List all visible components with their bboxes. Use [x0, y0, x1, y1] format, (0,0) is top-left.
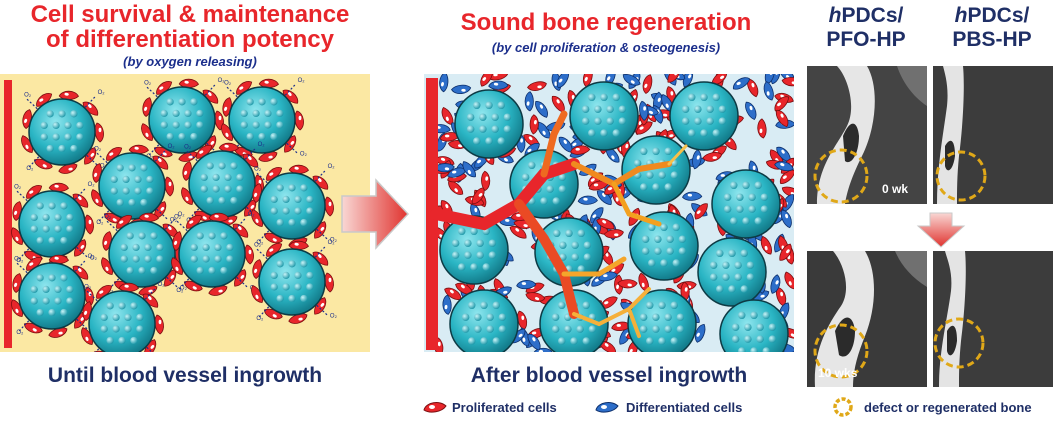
svg-text:O₂: O₂	[168, 144, 176, 150]
svg-text:O₂: O₂	[146, 154, 154, 160]
middle-caption: After blood vessel ingrowth	[470, 364, 748, 387]
ct-image-pfo-10wks	[807, 251, 927, 387]
middle-regeneration-diagram	[424, 74, 794, 352]
differentiated-cell-icon	[595, 402, 619, 413]
svg-text:O₂: O₂	[328, 240, 336, 246]
legend-defect-label: defect or regenerated bone	[864, 400, 1032, 415]
scaffold-sphere	[228, 86, 296, 154]
regenerated-ring	[933, 317, 985, 369]
svg-text:O₂: O₂	[184, 144, 192, 150]
regenerated-ring	[813, 323, 869, 379]
scaffold-sphere	[178, 220, 246, 288]
svg-text:O₂: O₂	[254, 242, 262, 248]
middle-title: Sound bone regeneration	[460, 9, 752, 36]
week10-label: 10 wks	[818, 366, 858, 380]
scaffold-sphere	[697, 237, 767, 307]
defect-ring-icon	[833, 397, 853, 417]
scaffold-sphere	[18, 262, 86, 330]
svg-text:O₂: O₂	[176, 288, 184, 294]
scaffold-sphere	[188, 150, 256, 218]
scaffold-sphere	[454, 89, 524, 159]
week0-label: 0 wk	[882, 182, 909, 196]
defect-ring	[935, 150, 987, 202]
column1-line2: PFO-HP	[826, 28, 906, 51]
svg-text:O₂: O₂	[224, 80, 232, 86]
svg-text:O₂: O₂	[218, 78, 226, 84]
svg-text:O₂: O₂	[330, 238, 338, 244]
svg-text:O₂: O₂	[298, 78, 306, 84]
scaffold-sphere	[669, 81, 739, 151]
column1-label: hPDCs/ PFO-HP	[806, 4, 926, 52]
column1-line1: PDCs/	[841, 4, 904, 27]
blood-vessel-branches	[430, 110, 688, 338]
svg-text:O₂: O₂	[90, 256, 98, 262]
svg-text:O₂: O₂	[98, 90, 106, 96]
legend-differentiated-label: Differentiated cells	[626, 400, 743, 415]
left-caption: Until blood vessel ingrowth	[47, 364, 323, 387]
svg-text:O₂: O₂	[180, 286, 188, 292]
svg-text:O₂: O₂	[24, 92, 32, 98]
column2-line1: PDCs/	[967, 4, 1030, 27]
left-title-line1: Cell survival & maintenance	[30, 1, 350, 28]
svg-text:O₂: O₂	[174, 214, 182, 220]
scaffold-sphere	[621, 135, 691, 205]
svg-text:O₂: O₂	[16, 258, 24, 264]
svg-text:O₂: O₂	[26, 166, 34, 172]
scaffold-sphere	[88, 290, 156, 352]
svg-text:O₂: O₂	[256, 316, 264, 322]
svg-text:O₂: O₂	[300, 152, 308, 158]
svg-text:O₂: O₂	[84, 284, 92, 290]
svg-text:O₂: O₂	[14, 256, 22, 262]
svg-text:O₂: O₂	[248, 212, 256, 218]
scaffold-sphere	[629, 211, 699, 281]
legend-proliferated-label: Proliferated cells	[452, 400, 557, 415]
blood-vessel-bar	[4, 80, 12, 348]
scaffold-sphere	[98, 152, 166, 220]
ct-image-pfo-0wk	[807, 66, 927, 204]
svg-text:O₂: O₂	[104, 214, 112, 220]
svg-text:O₂: O₂	[330, 314, 338, 320]
column1-h: h	[828, 4, 842, 27]
svg-text:O₂: O₂	[256, 240, 264, 246]
scaffold-sphere	[719, 299, 789, 352]
scaffold-sphere	[449, 289, 519, 352]
ct-image-pbs-0wk	[933, 66, 1053, 204]
scaffold-sphere	[258, 248, 326, 316]
scaffold-sphere	[439, 215, 509, 285]
svg-text:O₂: O₂	[258, 142, 266, 148]
svg-text:O₂: O₂	[254, 166, 262, 172]
scaffold-sphere	[627, 289, 697, 352]
column2-line2: PBS-HP	[952, 28, 1032, 51]
middle-subtitle: (by cell proliferation & osteogenesis)	[491, 40, 721, 55]
scaffold-sphere	[108, 220, 176, 288]
scaffold-sphere	[28, 98, 96, 166]
svg-text:O₂: O₂	[16, 330, 24, 336]
left-subtitle: (by oxygen releasing)	[123, 54, 257, 69]
scaffold-sphere	[258, 172, 326, 240]
svg-text:O₂: O₂	[14, 184, 22, 190]
svg-text:O₂: O₂	[96, 220, 104, 226]
svg-text:O₂: O₂	[94, 146, 102, 152]
svg-text:O₂: O₂	[88, 182, 96, 188]
right-arrow-icon	[341, 178, 410, 250]
svg-text:O₂: O₂	[178, 212, 186, 218]
svg-text:O₂: O₂	[88, 254, 96, 260]
defect-ring	[813, 148, 869, 204]
proliferated-cell-icon	[423, 402, 447, 413]
scaffold-sphere	[569, 81, 639, 151]
svg-text:O₂: O₂	[328, 164, 336, 170]
scaffold-sphere	[148, 86, 216, 154]
svg-text:O₂: O₂	[100, 164, 108, 170]
scaffold-sphere	[18, 190, 86, 258]
column2-label: hPDCs/ PBS-HP	[932, 4, 1052, 52]
column2-h: h	[954, 4, 968, 27]
scaffold-sphere	[711, 169, 781, 239]
svg-text:O₂: O₂	[144, 80, 152, 86]
left-title-line2: of differentiation potency	[46, 26, 334, 53]
down-arrow-icon	[916, 212, 966, 248]
svg-text:O₂: O₂	[158, 282, 166, 288]
ct-image-pbs-10wks	[933, 251, 1053, 387]
